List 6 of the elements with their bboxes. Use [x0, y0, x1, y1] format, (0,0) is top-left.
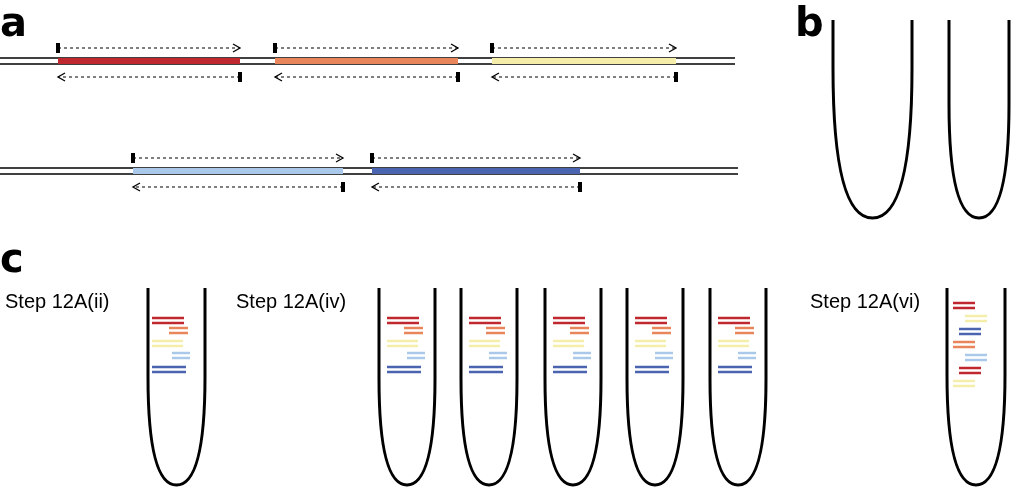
step-label: Step 12A(vi) [810, 291, 921, 311]
step-label: Step 12A(iv) [236, 291, 347, 311]
panel-letter: c [0, 238, 24, 278]
step-label: Step 12A(ii) [5, 291, 110, 311]
panel-letter: b [795, 2, 824, 42]
panel-letter: a [0, 2, 27, 42]
